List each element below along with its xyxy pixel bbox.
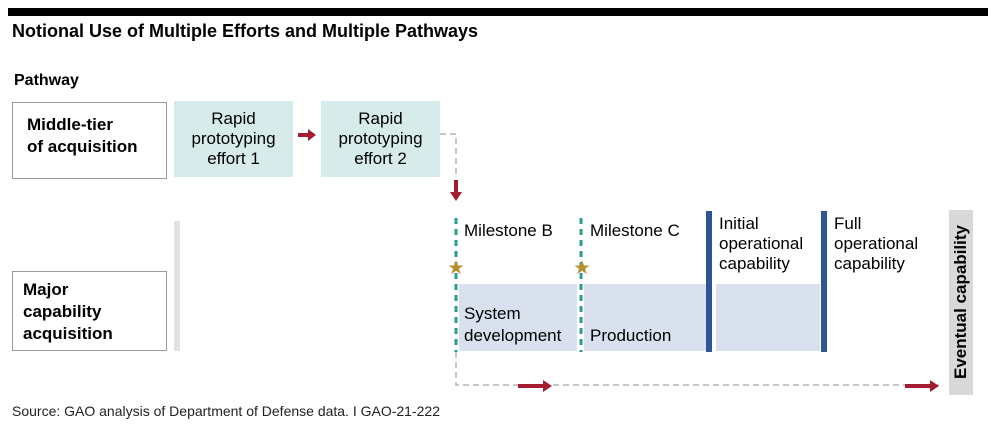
- milestone-b-star-icon: [448, 260, 464, 274]
- ioc-label: Initial operational capability: [719, 214, 803, 274]
- foc-label-line-2: operational: [834, 234, 919, 253]
- middle-tier-label-line-1: Middle-tier: [27, 115, 113, 134]
- system-development-line-1: System: [464, 304, 521, 323]
- system-development-label: System development: [464, 303, 561, 347]
- effort-2-line-2: prototyping: [338, 129, 423, 148]
- middle-tier-pathway-box: Middle-tier of acquisition: [12, 102, 167, 179]
- arrow-effort1-to-effort2: [298, 129, 316, 141]
- foc-label-line-1: Full: [834, 214, 862, 233]
- effort-2-line-3: effort 2: [354, 149, 407, 168]
- major-capability-label-line-2: capability: [23, 302, 102, 321]
- source-note: Source: GAO analysis of Department of De…: [12, 403, 440, 419]
- foc-label-line-3: capability: [834, 254, 905, 273]
- major-capability-label-line-3: acquisition: [23, 324, 113, 343]
- baseline-arrow-mid: [518, 380, 552, 392]
- pathway-header: Pathway: [14, 72, 79, 89]
- major-capability-pathway-box: Major capability acquisition: [12, 271, 167, 351]
- baseline-arrow-end: [905, 380, 939, 392]
- effort-2-line-1: Rapid: [358, 109, 403, 128]
- rapid-prototyping-effort-1: Rapid prototyping effort 1: [174, 101, 293, 177]
- milestone-b-label: Milestone B: [464, 221, 553, 240]
- ioc-label-line-3: capability: [719, 254, 790, 273]
- post-ioc-phase: [716, 284, 820, 351]
- ioc-label-line-1: Initial: [719, 214, 759, 233]
- pathway-separator: [174, 221, 180, 351]
- milestone-c-star-icon: [574, 260, 590, 274]
- rapid-prototyping-effort-2: Rapid prototyping effort 2: [321, 101, 440, 177]
- major-capability-label-line-1: Major: [23, 280, 69, 299]
- figure-title: Notional Use of Multiple Efforts and Mul…: [12, 21, 479, 41]
- effort-1-line-3: effort 1: [207, 149, 260, 168]
- system-development-phase: [459, 284, 577, 351]
- title-rule: [8, 8, 988, 16]
- foc-label: Full operational capability: [834, 214, 918, 274]
- milestone-c-label: Milestone C: [590, 221, 680, 240]
- middle-tier-label-line-2: of acquisition: [27, 137, 138, 156]
- effort-1-line-1: Rapid: [211, 109, 256, 128]
- ioc-bar: [706, 211, 712, 352]
- production-phase: [584, 284, 707, 351]
- eventual-capability-box: [949, 210, 973, 395]
- effort2-connector: [440, 133, 457, 176]
- effort-1-line-2: prototyping: [191, 129, 276, 148]
- production-label: Production: [590, 326, 672, 345]
- ioc-label-line-2: operational: [719, 234, 804, 253]
- baseline-connector: [455, 352, 940, 386]
- arrow-down-to-major-capability: [450, 180, 462, 201]
- system-development-line-2: development: [464, 326, 562, 345]
- foc-bar: [821, 211, 827, 352]
